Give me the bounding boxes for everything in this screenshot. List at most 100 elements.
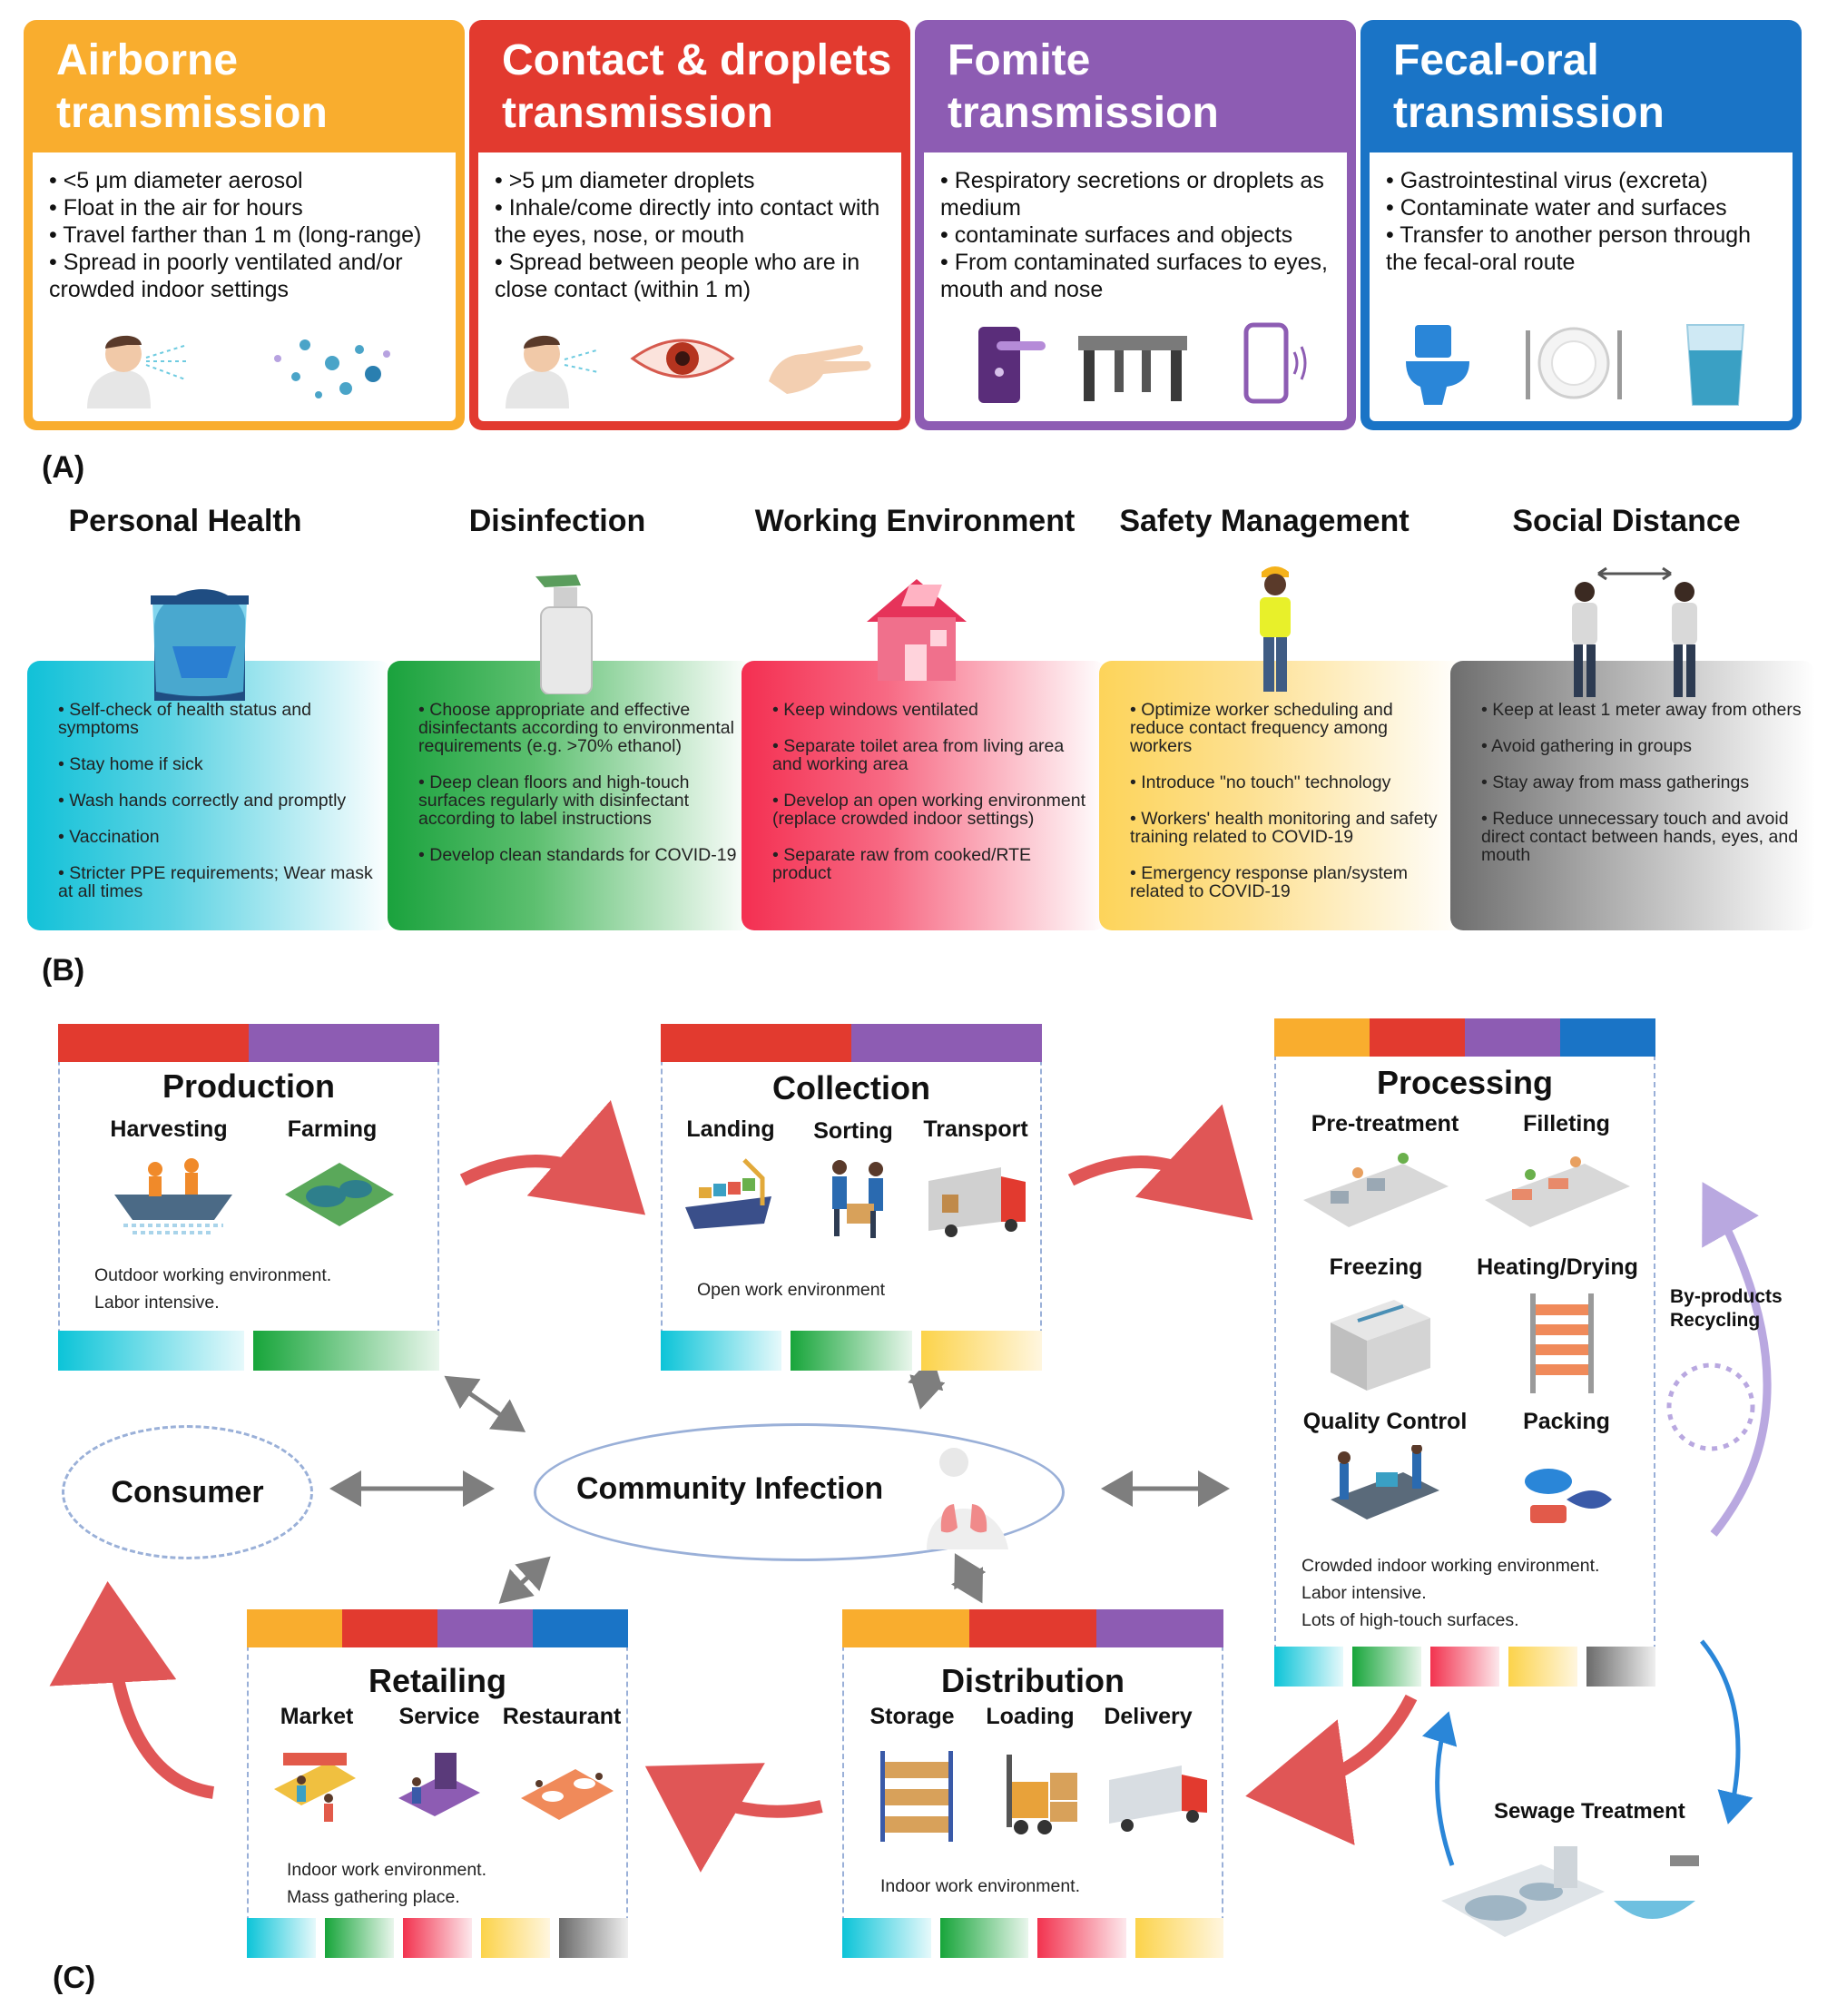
bullet: Keep windows ventilated <box>772 701 1094 719</box>
bullet: Emergency response plan/system related t… <box>1130 864 1451 900</box>
bullet: Gastrointestinal virus (excreta) <box>1386 167 1778 194</box>
note: Indoor work environment. <box>880 1876 1081 1896</box>
byproducts-recycling-label: By-products Recycling <box>1670 1286 1783 1331</box>
collection-notes: Open work environment <box>697 1276 885 1303</box>
lungs-person-icon <box>927 1448 1008 1549</box>
aerosol-particles-icon <box>274 339 390 398</box>
collection-sub-sorting: Sorting <box>813 1118 893 1144</box>
bullet: >5 μm diameter droplets <box>495 167 887 194</box>
two-people-distance-icon <box>1572 566 1697 697</box>
restaurant-icon <box>521 1769 614 1820</box>
bullet: Introduce "no touch" technology <box>1130 773 1451 792</box>
fecal-oral-bullets: Gastrointestinal virus (excreta) Contami… <box>1370 152 1793 276</box>
panel-a-label: (A) <box>42 450 85 485</box>
arrow-collection-to-processing <box>1067 1104 1253 1221</box>
distribution-title: Distribution <box>941 1662 1125 1699</box>
distribution-stage: Distribution Storage Loading Delivery In… <box>842 1609 1223 1958</box>
processing-title: Processing <box>1376 1064 1554 1101</box>
fishing-boat-icon <box>114 1158 232 1234</box>
note: Labor intensive. <box>94 1293 220 1313</box>
arrow-retailing-community <box>498 1556 551 1604</box>
note: Labor intensive. <box>1301 1583 1427 1603</box>
arrow-retailing-to-consumer <box>49 1581 215 1799</box>
personal-health-title: Personal Health <box>68 504 302 538</box>
social-distance-box: Keep at least 1 meter away from others A… <box>1450 661 1815 930</box>
contact-bullets: >5 μm diameter droplets Inhale/come dire… <box>478 152 901 303</box>
distribution-notes: Indoor work environment. <box>880 1873 1080 1900</box>
consumer-node: Consumer <box>62 1425 313 1559</box>
production-title: Production <box>162 1067 335 1105</box>
spray-bottle-icon <box>535 575 593 694</box>
distribution-sub-storage: Storage <box>869 1704 955 1729</box>
bullet: Optimize worker scheduling and reduce co… <box>1130 701 1451 755</box>
fecal-oral-icons <box>1406 324 1745 406</box>
storage-shelves-icon <box>880 1751 953 1842</box>
processing-sub-quality-control: Quality Control <box>1302 1409 1468 1434</box>
phone-icon <box>1243 322 1307 404</box>
bullet: Separate raw from cooked/RTE product <box>772 846 1094 882</box>
bullet: Vaccination <box>58 828 379 846</box>
bullet: Stricter PPE requirements; Wear mask at … <box>58 864 379 900</box>
processing-notes: Crowded indoor working environment. Labo… <box>1301 1552 1599 1634</box>
bullet: Develop an open working environment (rep… <box>772 792 1094 828</box>
working-environment-bullets: Keep windows ventilated Separate toilet … <box>742 661 1106 882</box>
bullet: Stay home if sick <box>58 755 379 773</box>
bullet: Workers' health monitoring and safety tr… <box>1130 810 1451 846</box>
processing-sub-freezing: Freezing <box>1329 1254 1423 1280</box>
table-icon <box>1078 336 1187 401</box>
personal-health-bullets: Self-check of health status and symptoms… <box>27 661 392 900</box>
processing-sub-heating-drying: Heating/Drying <box>1477 1254 1638 1280</box>
note: Mass gathering place. <box>287 1887 460 1907</box>
panel-b-label: (B) <box>42 953 85 988</box>
panel-c-label: (C) <box>53 1961 96 1995</box>
arrow-distribution-to-retailing <box>644 1763 823 1873</box>
bullet: Develop clean standards for COVID-19 <box>418 846 740 864</box>
toilet-icon <box>1406 325 1469 405</box>
bullet: Separate toilet area from living area an… <box>772 737 1094 773</box>
sewage-treatment-label: Sewage Treatment <box>1494 1799 1685 1824</box>
retailing-sub-restaurant: Restaurant <box>502 1704 622 1729</box>
filleting-line-icon <box>1485 1156 1630 1227</box>
processing-sub-packing: Packing <box>1523 1409 1610 1434</box>
packing-icon <box>1525 1469 1612 1523</box>
bullet: Respiratory secretions or droplets as me… <box>940 167 1332 221</box>
consumer-label: Consumer <box>111 1474 264 1510</box>
working-environment-box: Keep windows ventilated Separate toilet … <box>742 661 1106 930</box>
arrow-collection-community <box>908 1355 946 1410</box>
distribution-sub-loading: Loading <box>986 1704 1075 1729</box>
hand-icon <box>769 345 871 394</box>
safety-management-bullets: Optimize worker scheduling and reduce co… <box>1099 661 1464 900</box>
production-notes: Outdoor working environment. Labor inten… <box>94 1262 331 1316</box>
collection-stage: Collection Landing Sorting Transport Ope… <box>661 1024 1042 1371</box>
fish-farm-icon <box>285 1163 394 1226</box>
bullet: From contaminated surfaces to eyes, mout… <box>940 249 1332 303</box>
production-stage: Production Harvesting Farming Outdoor wo… <box>58 1024 439 1371</box>
arrow-byproducts-recycling <box>1702 1182 1772 1537</box>
bullet: <5 μm diameter aerosol <box>49 167 441 194</box>
service-counter-icon <box>398 1753 480 1816</box>
bullet: Stay away from mass gatherings <box>1481 773 1802 792</box>
bullet: Keep at least 1 meter away from others <box>1481 701 1802 719</box>
arrow-processing-to-distribution <box>1245 1694 1418 1845</box>
community-infection-label: Community Infection <box>576 1471 884 1506</box>
production-sub-farming: Farming <box>287 1116 378 1142</box>
arrow-sewage-to-processing <box>1421 1711 1458 1866</box>
quality-control-icon <box>1331 1445 1439 1519</box>
fomite-bullets: Respiratory secretions or droplets as me… <box>924 152 1347 303</box>
recycling-cycle-icon <box>1666 1362 1755 1451</box>
arrow-distribution-community <box>950 1553 987 1604</box>
distribution-sub-delivery: Delivery <box>1104 1704 1193 1729</box>
retailing-stage: Retailing Market Service Restaurant Indo… <box>247 1609 628 1958</box>
arrow-production-community <box>444 1375 526 1432</box>
truck-icon <box>928 1167 1026 1237</box>
water-glass-icon <box>1685 324 1745 406</box>
coughing-person-icon <box>506 335 599 408</box>
coughing-person-icon <box>87 335 189 408</box>
